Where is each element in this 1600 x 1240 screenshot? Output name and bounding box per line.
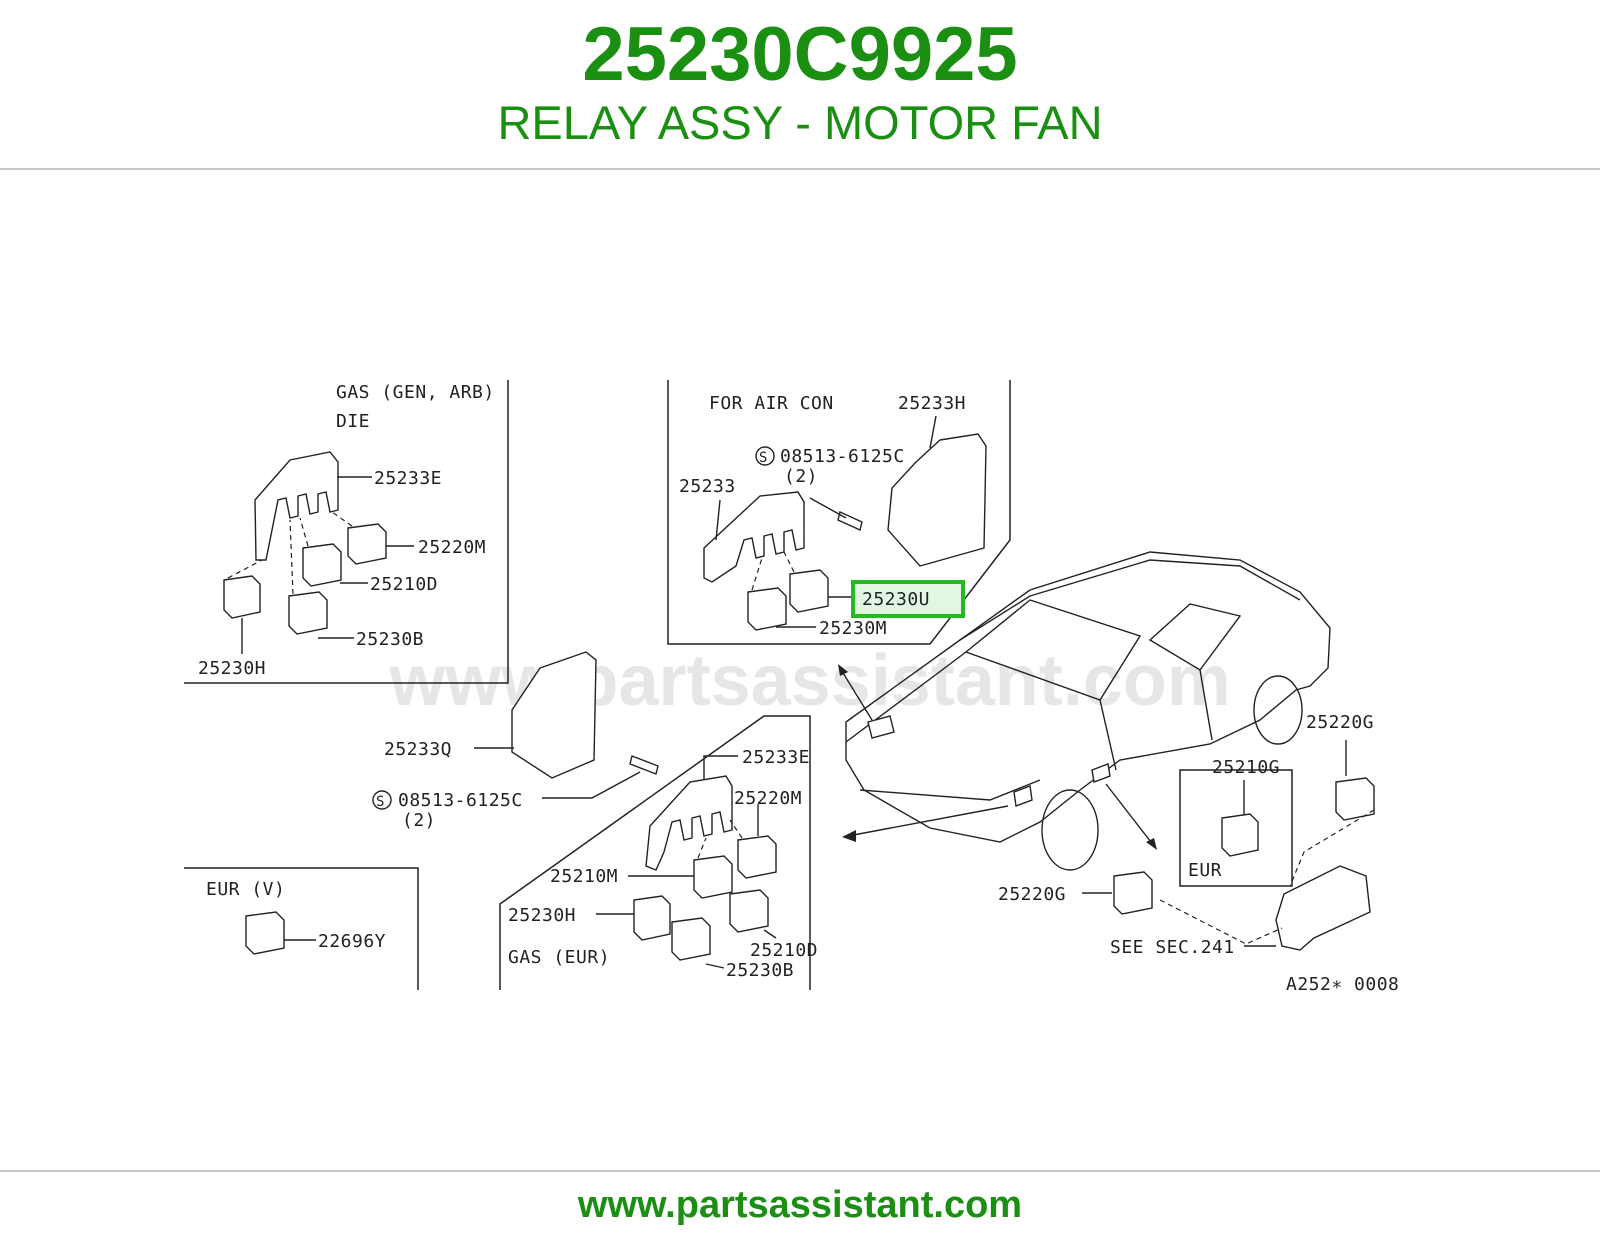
pointer-arrows xyxy=(838,664,1157,850)
label-25230B-b[interactable]: 25230B xyxy=(726,960,794,981)
label-08513-b[interactable]: 08513-6125C xyxy=(398,790,523,811)
bracket-25233E-b-shape xyxy=(645,775,733,871)
label-25230M[interactable]: 25230M xyxy=(819,618,887,639)
cover-25233H-shape xyxy=(887,433,987,567)
screw-shape-b xyxy=(629,755,659,775)
label-25233Q[interactable]: 25233Q xyxy=(384,739,452,760)
footer-divider xyxy=(0,1170,1600,1172)
label-25230H-b[interactable]: 25230H xyxy=(508,905,576,926)
group-gas-gen: GAS (GEN, ARB) DIE 25233E 25220M 25210D … xyxy=(184,380,509,684)
relay-25230H-shape xyxy=(223,575,261,619)
box-gas-eur-frame xyxy=(499,715,811,990)
arrow-head-icon xyxy=(838,664,848,676)
label-08513-a[interactable]: 08513-6125C xyxy=(780,446,905,467)
box-eur-v-title: EUR (V) xyxy=(206,879,285,900)
car-front-wheel xyxy=(1041,789,1099,871)
box-eur-title: EUR xyxy=(1188,860,1222,881)
group-cover-q: 25233Q S 08513-6125C (2) xyxy=(372,651,659,831)
group-air-con: FOR AIR CON 25233H S 08513-6125C (2) 252… xyxy=(667,380,1011,645)
cover-25233Q-shape xyxy=(511,651,597,779)
footer-link[interactable]: www.partsassistant.com xyxy=(577,1184,1023,1226)
relay-25210G-shape xyxy=(1221,813,1259,857)
screw-symbol-icon-b xyxy=(372,790,392,810)
relay-location-marker-a xyxy=(867,715,895,739)
page-header: 25230C9925 RELAY ASSY - MOTOR FAN xyxy=(0,0,1600,168)
label-25220M-a[interactable]: 25220M xyxy=(418,537,486,558)
label-25233E-a[interactable]: 25233E xyxy=(374,468,442,489)
box-gas-gen-frame xyxy=(184,380,509,684)
relay-25220M-b-shape xyxy=(737,835,777,879)
relay-location-marker-b xyxy=(1013,785,1033,807)
car-side-window xyxy=(1148,603,1242,671)
part-number-title: 25230C9925 xyxy=(582,12,1018,97)
label-screw-qty-b: (2) xyxy=(402,810,436,831)
relay-25230B-shape xyxy=(288,591,328,635)
relay-25220G-a-shape xyxy=(1335,777,1375,821)
label-25210G[interactable]: 25210G xyxy=(1212,757,1280,778)
relay-25230U-shape xyxy=(789,569,829,613)
box-gas-gen-line2: DIE xyxy=(336,411,370,432)
label-25220G-b[interactable]: 25220G xyxy=(998,884,1066,905)
relay-25230H-b-shape xyxy=(633,895,671,941)
box-air-con-title: FOR AIR CON xyxy=(709,393,834,414)
relay-25230M-shape xyxy=(747,587,787,631)
screw-s-mark-b: S xyxy=(376,794,385,810)
label-25230U-highlighted[interactable]: 25230U xyxy=(862,589,930,610)
part-description: RELAY ASSY - MOTOR FAN xyxy=(497,96,1103,149)
box-gas-gen-line1: GAS (GEN, ARB) xyxy=(336,382,495,403)
label-screw-qty-a: (2) xyxy=(784,466,818,487)
label-see-sec: SEE SEC.241 xyxy=(1110,937,1235,958)
box-eur-v-frame xyxy=(184,867,419,990)
relay-25210D-b-shape xyxy=(729,889,769,933)
screw-s-mark: S xyxy=(759,450,768,466)
label-25210D-b[interactable]: 25210D xyxy=(750,940,818,961)
group-eur-v: EUR (V) 22696Y xyxy=(184,867,419,990)
label-25220G-a[interactable]: 25220G xyxy=(1306,712,1374,733)
label-25230H-a[interactable]: 25230H xyxy=(198,658,266,679)
car-roof-line xyxy=(959,559,1301,641)
label-25210D-a[interactable]: 25210D xyxy=(370,574,438,595)
screw-symbol-icon xyxy=(755,446,775,466)
relay-bracket-shape xyxy=(254,451,339,561)
label-25230B-a[interactable]: 25230B xyxy=(356,629,424,650)
box-air-con-frame xyxy=(667,380,1011,645)
bracket-25233-shape xyxy=(703,491,805,583)
relay-25230B-b-shape xyxy=(671,917,711,961)
group-gas-eur: GAS (EUR) 25233E 25220M 25210M 25230H 25… xyxy=(499,715,818,990)
label-25233H[interactable]: 25233H xyxy=(898,393,966,414)
relay-25220G-b-shape xyxy=(1113,871,1153,915)
car-windshield xyxy=(964,599,1142,701)
fuse-box-shape xyxy=(1275,865,1371,951)
group-right: 25220G 25210G EUR 25220G SEE SEC.241 A25… xyxy=(998,712,1399,995)
label-25233[interactable]: 25233 xyxy=(679,476,736,497)
car-door-line xyxy=(1099,669,1213,771)
car-rear-wheel xyxy=(1253,675,1303,745)
label-22696Y[interactable]: 22696Y xyxy=(318,931,386,952)
car-hood-line xyxy=(845,651,1041,801)
relay-25220M-shape xyxy=(347,523,387,565)
arrow-head-icon-c xyxy=(1146,838,1157,850)
label-25220M-b[interactable]: 25220M xyxy=(734,788,802,809)
box-gas-eur-title: GAS (EUR) xyxy=(508,947,610,968)
box-eur-frame xyxy=(1179,769,1293,887)
diagram-code: A252∗ 0008 xyxy=(1286,974,1399,995)
screw-shape-a xyxy=(837,511,863,531)
highlight-box xyxy=(851,580,965,618)
relay-22696Y-shape xyxy=(245,911,285,955)
header-divider xyxy=(0,168,1600,170)
car-body-outline xyxy=(845,551,1331,843)
car-illustration xyxy=(845,551,1331,871)
label-25210M[interactable]: 25210M xyxy=(550,866,618,887)
relay-25210D-shape xyxy=(302,543,342,587)
relay-location-marker-c xyxy=(1091,763,1111,783)
arrow-head-icon-b xyxy=(842,830,856,842)
relay-25210M-shape xyxy=(693,855,733,899)
label-25233E-b[interactable]: 25233E xyxy=(742,747,810,768)
